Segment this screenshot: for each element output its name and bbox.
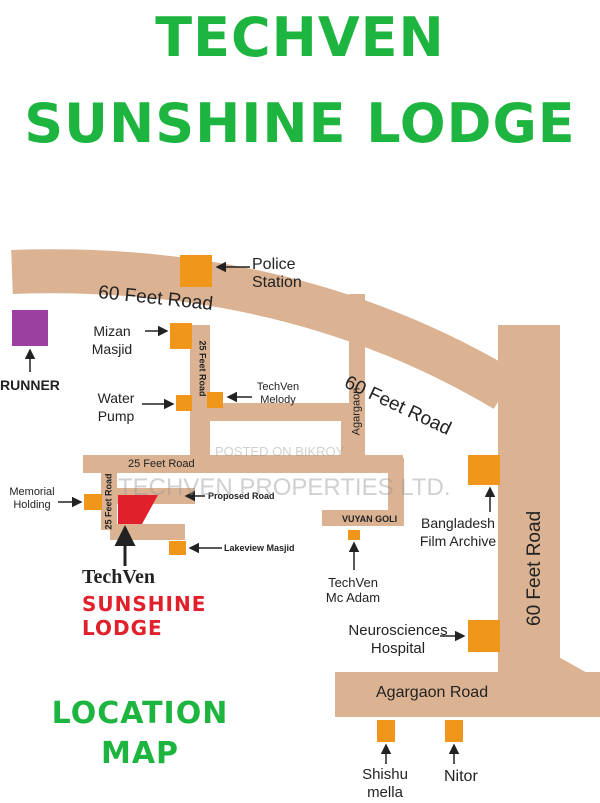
road-label-60-feet-right: 60 Feet Road bbox=[524, 510, 545, 626]
road-label-agargaon-road: Agargaon Road bbox=[376, 684, 489, 701]
road-label-25-feet-horizontal: 25 Feet Road bbox=[128, 458, 195, 470]
marker-film-archive bbox=[468, 455, 500, 485]
label-lakeview-masjid: Lakeview Masjid bbox=[224, 543, 295, 553]
label-shishu-mella: Shishu mella bbox=[362, 766, 408, 801]
label-police-station: Police Station bbox=[252, 256, 302, 291]
marker-techven-melody bbox=[207, 392, 223, 408]
watermark-posted-on: POSTED ON BIKROY bbox=[215, 444, 345, 459]
road-25-feet-horizontal bbox=[83, 455, 403, 473]
marker-police-station bbox=[180, 255, 212, 287]
road-label-agargaon-vertical: Agargaon bbox=[350, 387, 363, 436]
label-runner: RUNNER bbox=[0, 377, 60, 393]
road-60-feet-right bbox=[498, 325, 560, 675]
label-film-archive: Bangladesh Film Archive bbox=[419, 515, 497, 549]
marker-lakeview-masjid bbox=[169, 541, 186, 555]
title-line-1: TECHVEN bbox=[155, 6, 445, 69]
marker-water-pump bbox=[176, 395, 192, 411]
marker-nitor bbox=[445, 720, 463, 742]
title-line-2: SUNSHINE LODGE bbox=[24, 92, 576, 155]
road-vuyan-goli bbox=[322, 458, 404, 526]
label-mc-adam: TechVen Mc Adam bbox=[325, 575, 381, 605]
road-60-feet-curved bbox=[11, 249, 517, 409]
label-techven-melody: TechVen Melody bbox=[256, 381, 300, 406]
marker-mizan-masjid bbox=[170, 323, 192, 349]
project-name-line-1: SUNSHINE bbox=[82, 592, 207, 616]
label-neuro-hospital: Neurosciences Hospital bbox=[348, 622, 448, 657]
road-label-25-feet-left: 25 Feet Road bbox=[103, 473, 114, 530]
project-brand: TechVen bbox=[82, 566, 155, 588]
road-label-proposed: Proposed Road bbox=[208, 491, 275, 501]
marker-neuro-hospital bbox=[468, 620, 500, 652]
runner-marker bbox=[12, 310, 48, 346]
label-water-pump: Water Pump bbox=[97, 390, 135, 424]
project-plot bbox=[118, 495, 158, 524]
road-agargaon bbox=[335, 672, 600, 717]
location-map-line-2: MAP bbox=[100, 736, 180, 771]
road-lakeview bbox=[110, 524, 185, 540]
road-25-feet-left bbox=[101, 472, 117, 530]
label-nitor: Nitor bbox=[444, 768, 478, 785]
label-memorial-holding: Memorial Holding bbox=[9, 486, 55, 511]
marker-memorial-holding bbox=[84, 494, 102, 510]
road-label-25-feet-vertical: 25 Feet Road bbox=[197, 340, 208, 397]
marker-mc-adam bbox=[348, 530, 360, 540]
marker-shishu-mella bbox=[377, 720, 395, 742]
location-map-line-1: LOCATION bbox=[51, 696, 229, 731]
project-name-line-2: LODGE bbox=[82, 616, 163, 640]
road-label-vuyan-goli: VUYAN GOLI bbox=[342, 514, 398, 524]
watermark-company: TECHVEN PROPERTIES LTD. bbox=[118, 474, 451, 501]
label-mizan-masjid: Mizan Masjid bbox=[91, 323, 133, 357]
